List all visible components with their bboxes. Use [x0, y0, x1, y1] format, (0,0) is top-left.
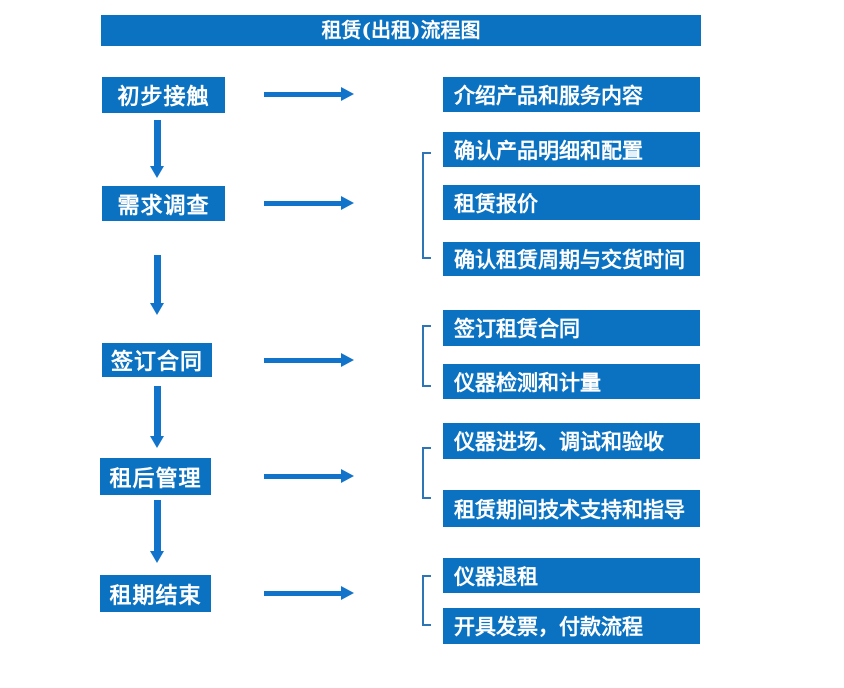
detail-instrument-entry-debug-acceptance: 仪器进场、调试和验收 [443, 423, 700, 459]
down-arrow-icon-3 [150, 386, 164, 448]
right-arrow-icon-2 [264, 196, 354, 210]
down-arrow-icon-4 [150, 500, 164, 563]
down-arrow-icon-2 [150, 255, 164, 315]
step-rental-end: 租期结束 [100, 575, 211, 612]
bracket-group-2 [422, 152, 431, 259]
step-post-rental-management: 租后管理 [100, 458, 211, 495]
right-arrow-icon-5 [264, 586, 354, 600]
right-arrow-icon-1 [264, 87, 354, 101]
detail-invoice-payment-process: 开具发票，付款流程 [443, 608, 700, 644]
step-initial-contact: 初步接触 [102, 77, 225, 113]
detail-rental-tech-support-guidance: 租赁期间技术支持和指导 [443, 490, 700, 527]
right-arrow-icon-3 [264, 353, 354, 367]
detail-rental-quotation: 租赁报价 [443, 185, 700, 220]
detail-confirm-rental-period-delivery: 确认租赁周期与交货时间 [443, 242, 700, 276]
detail-confirm-product-details-config: 确认产品明细和配置 [443, 132, 700, 167]
bracket-group-5 [422, 575, 431, 626]
step-demand-survey: 需求调查 [102, 186, 225, 221]
bracket-group-3 [422, 325, 431, 387]
detail-introduce-products-services: 介绍产品和服务内容 [443, 77, 700, 112]
bracket-group-4 [422, 447, 431, 499]
detail-instrument-testing-metering: 仪器检测和计量 [443, 364, 700, 399]
right-arrow-icon-4 [264, 469, 354, 483]
step-sign-contract: 签订合同 [102, 343, 212, 377]
page-title: 租赁(出租)流程图 [101, 15, 701, 46]
detail-instrument-return: 仪器退租 [443, 558, 700, 593]
detail-sign-rental-contract: 签订租赁合同 [443, 310, 700, 346]
down-arrow-icon-1 [150, 120, 164, 178]
